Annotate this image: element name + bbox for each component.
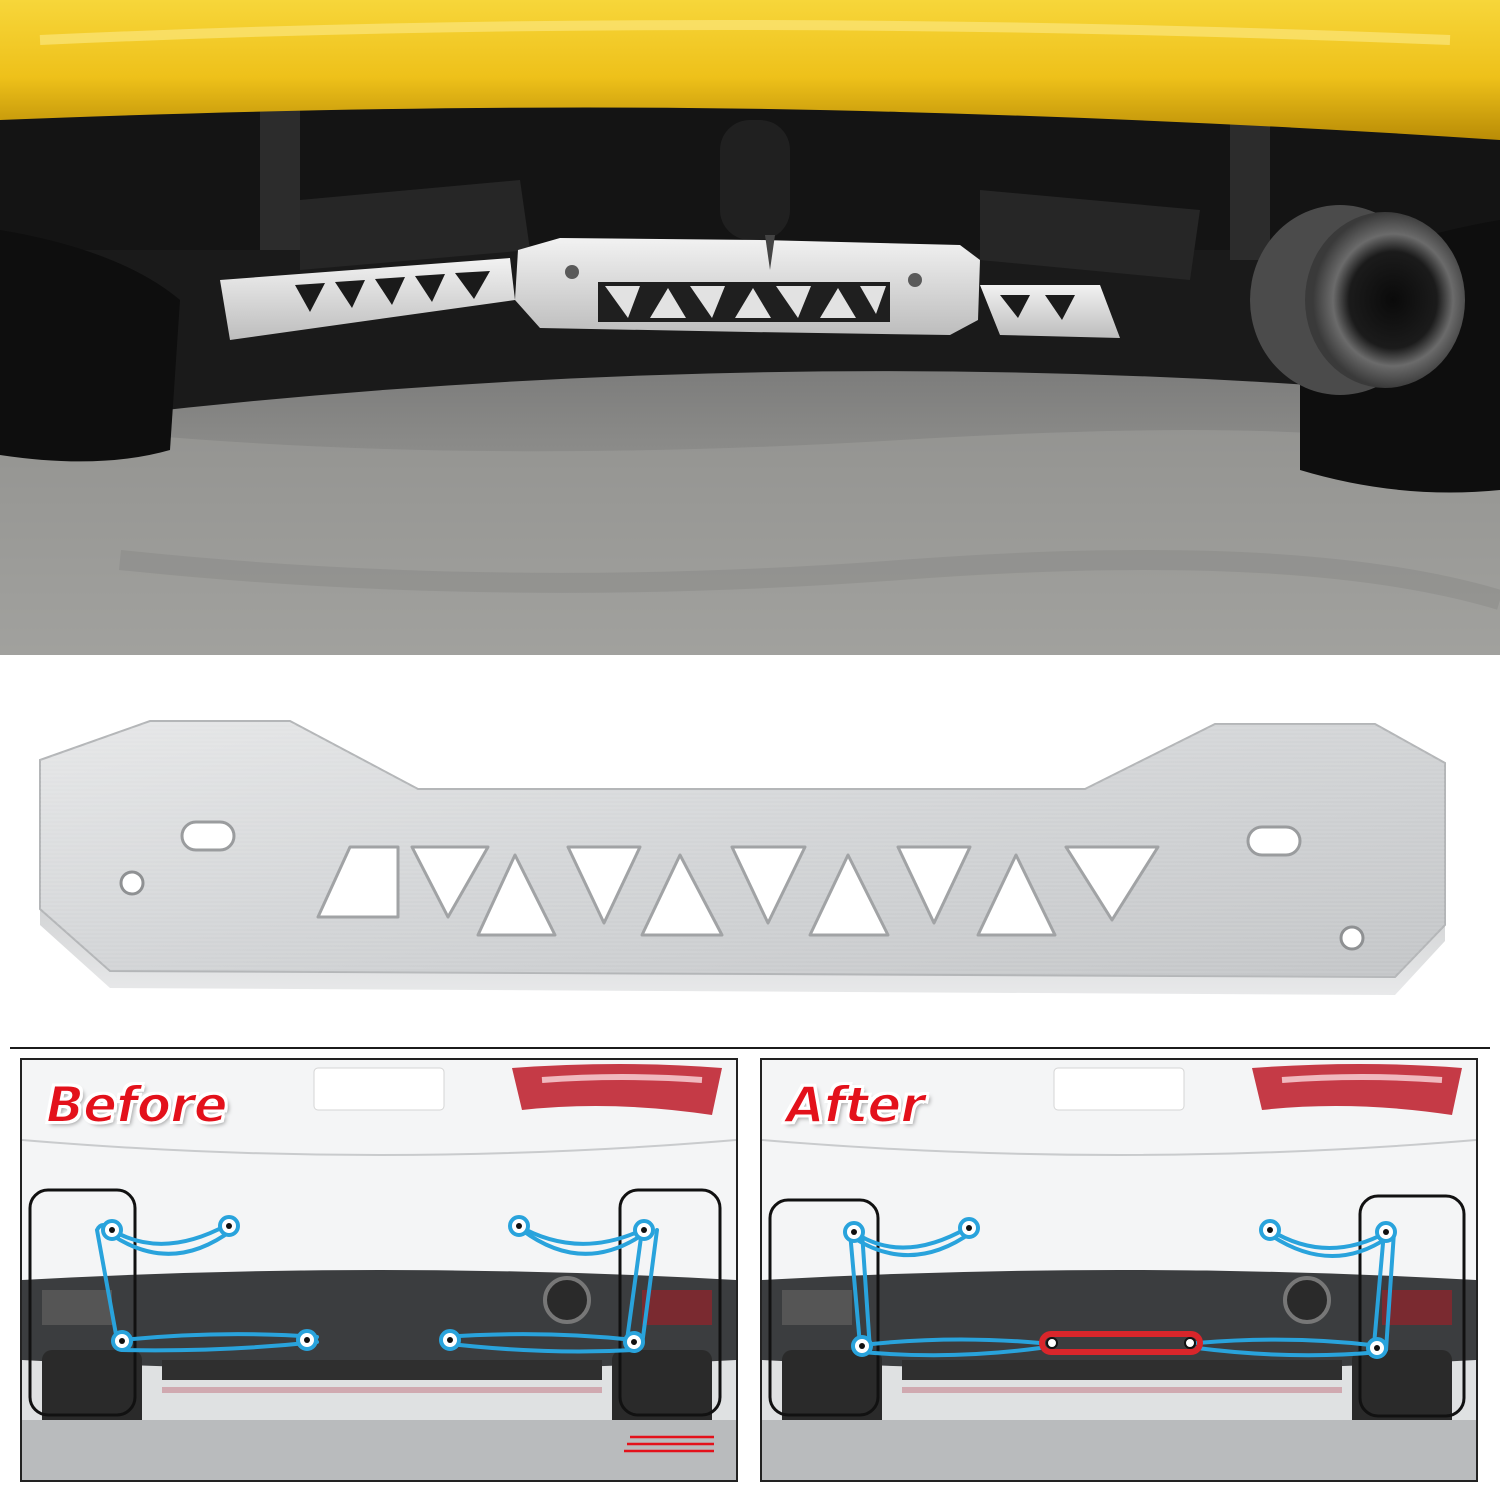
car-underside-brace-photo <box>0 0 1500 655</box>
subframe-brace-plate <box>39 720 1446 995</box>
car-rear-before-illustration <box>22 1060 736 1480</box>
section-divider <box>10 1047 1490 1049</box>
car-rear-after-illustration <box>762 1060 1476 1480</box>
before-label: Before <box>45 1075 229 1135</box>
after-label: After <box>785 1075 926 1135</box>
after-panel: After <box>760 1058 1478 1482</box>
before-panel: Before <box>20 1058 738 1482</box>
product-plate-image <box>0 655 1500 1040</box>
car-underside-photo <box>0 0 1500 655</box>
